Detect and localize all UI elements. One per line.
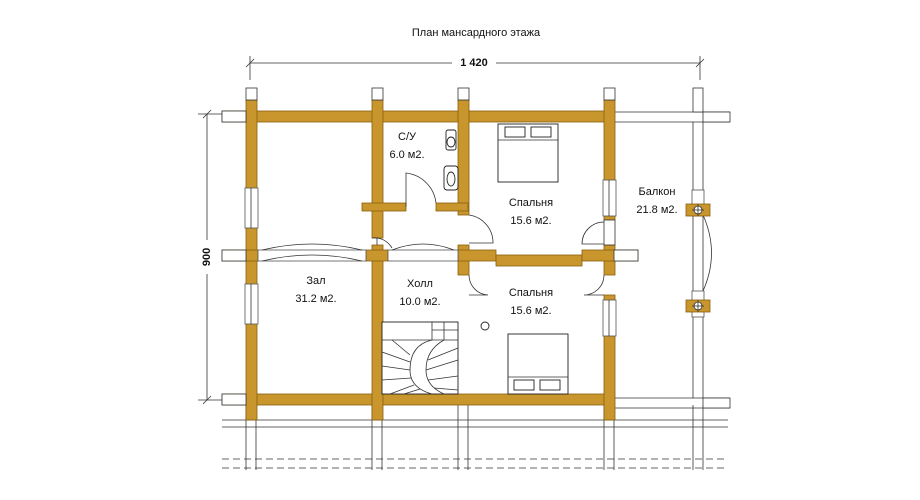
- foundation-lines: [222, 405, 728, 470]
- room-area: 15.6 м2.: [510, 215, 551, 227]
- room-bedroom-bottom: Спальня 15.6 м2.: [509, 287, 553, 317]
- height-dimension: 900: [196, 109, 232, 405]
- bed-bottom: [507, 333, 569, 395]
- room-name: Холл: [407, 278, 433, 290]
- room-area: 15.6 м2.: [510, 305, 551, 317]
- room-area: 10.0 м2.: [399, 296, 440, 308]
- width-dimension-label: 1 420: [460, 57, 488, 69]
- balcony-post-markers: [685, 203, 711, 313]
- plan-title: План мансардного этажа: [412, 27, 541, 39]
- width-dimension: 1 420: [245, 55, 705, 80]
- bed-top: [497, 123, 559, 183]
- room-bathroom: С/У 6.0 м2.: [389, 131, 424, 161]
- staircase: [381, 321, 459, 395]
- height-dimension-label: 900: [201, 248, 213, 266]
- room-area: 6.0 м2.: [389, 149, 424, 161]
- room-bedroom-top: Спальня 15.6 м2.: [509, 197, 553, 227]
- room-area: 31.2 м2.: [295, 293, 336, 305]
- bathroom-fixtures: [443, 129, 459, 191]
- doors: [371, 172, 605, 296]
- room-hall: Холл 10.0 м2.: [399, 278, 440, 308]
- room-name: Балкон: [639, 186, 676, 198]
- openings: [257, 243, 459, 262]
- column-marker: [480, 321, 490, 331]
- room-balcony: Балкон 21.8 м2.: [636, 186, 677, 216]
- room-name: Спальня: [509, 197, 553, 209]
- room-name: Зал: [306, 275, 325, 287]
- room-area: 21.8 м2.: [636, 204, 677, 216]
- room-name: С/У: [398, 131, 417, 143]
- posts: [221, 87, 731, 409]
- room-living: Зал 31.2 м2.: [295, 275, 336, 305]
- room-name: Спальня: [509, 287, 553, 299]
